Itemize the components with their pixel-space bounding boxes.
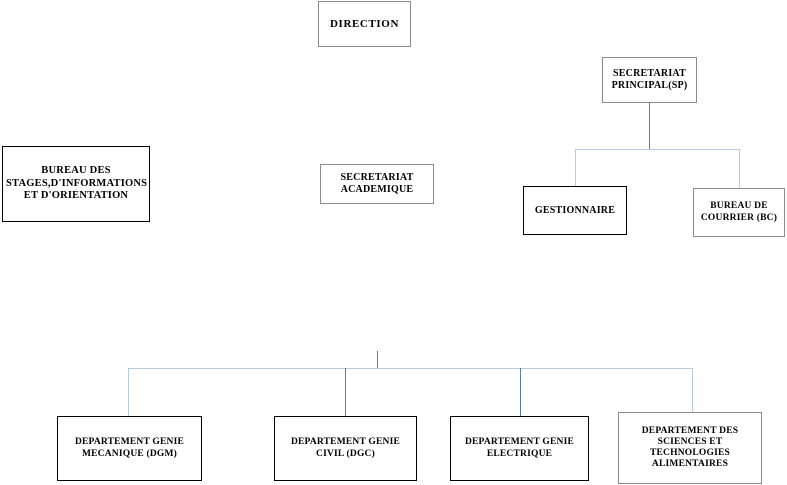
- node-departement-genie-mecanique[interactable]: DEPARTEMENT GENIE MECANIQUE (DGM): [57, 416, 202, 481]
- connector-drop-dgc: [345, 368, 346, 417]
- node-bureau-des-stages-label: BUREAU DES STAGES,D'INFORMATIONS ET D'OR…: [6, 165, 148, 202]
- node-departement-sciences-technologies-alimentaires[interactable]: DEPARTEMENT DES SCIENCES ET TECHNOLOGIES…: [618, 412, 762, 484]
- node-departement-genie-civil[interactable]: DEPARTEMENT GENIE CIVIL (DGC): [274, 416, 417, 481]
- node-departement-sciences-technologies-alimentaires-label: DEPARTEMENT DES SCIENCES ET TECHNOLOGIES…: [641, 425, 739, 470]
- connector-sp-horizontal-bus: [575, 149, 740, 150]
- node-departement-genie-civil-label: DEPARTEMENT GENIE CIVIL (DGC): [290, 437, 401, 459]
- connector-sp-drop-gestionnaire: [575, 149, 576, 187]
- node-bureau-de-courrier-label: BUREAU DE COURRIER (BC): [700, 201, 778, 223]
- node-departement-genie-electrique-label: DEPARTEMENT GENIE ELECTRIQUE: [464, 437, 575, 459]
- node-secretariat-academique[interactable]: SECRETARIAT ACADEMIQUE: [320, 164, 434, 204]
- node-gestionnaire[interactable]: GESTIONNAIRE: [523, 186, 627, 235]
- node-direction[interactable]: DIRECTION: [318, 1, 411, 47]
- node-gestionnaire-label: GESTIONNAIRE: [534, 204, 616, 216]
- node-bureau-de-courrier[interactable]: BUREAU DE COURRIER (BC): [693, 188, 785, 237]
- connector-sp-stem: [649, 103, 650, 149]
- connector-drop-dgm: [128, 368, 129, 417]
- node-departement-genie-electrique[interactable]: DEPARTEMENT GENIE ELECTRIQUE: [450, 416, 589, 481]
- node-departement-genie-mecanique-label: DEPARTEMENT GENIE MECANIQUE (DGM): [74, 437, 185, 459]
- node-secretariat-academique-label: SECRETARIAT ACADEMIQUE: [340, 172, 414, 195]
- connector-sp-drop-courrier: [739, 149, 740, 189]
- node-bureau-des-stages[interactable]: BUREAU DES STAGES,D'INFORMATIONS ET D'OR…: [2, 146, 150, 222]
- connector-drop-dsta: [692, 368, 693, 413]
- node-secretariat-principal-label: SECRETARIAT PRINCIPAL(SP): [611, 68, 688, 91]
- node-direction-label: DIRECTION: [330, 17, 399, 30]
- connector-drop-dge: [520, 368, 521, 417]
- node-secretariat-principal[interactable]: SECRETARIAT PRINCIPAL(SP): [602, 57, 697, 103]
- connector-departements-horizontal-bus: [128, 368, 693, 369]
- connector-departements-stem: [377, 351, 378, 369]
